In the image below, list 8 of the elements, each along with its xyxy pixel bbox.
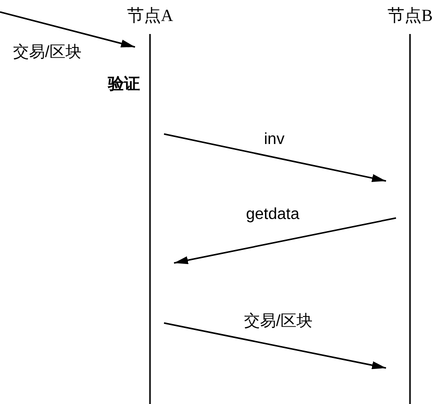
message-arrow xyxy=(164,322,386,370)
message-arrow xyxy=(164,133,386,182)
lifeline-label: 节点B xyxy=(386,5,432,27)
edge-label: getdata xyxy=(245,206,300,224)
step-note: 验证 xyxy=(108,74,140,95)
message-arrow xyxy=(174,217,396,264)
message-arrow xyxy=(0,11,136,48)
lifeline-label: 节点A xyxy=(126,5,174,27)
